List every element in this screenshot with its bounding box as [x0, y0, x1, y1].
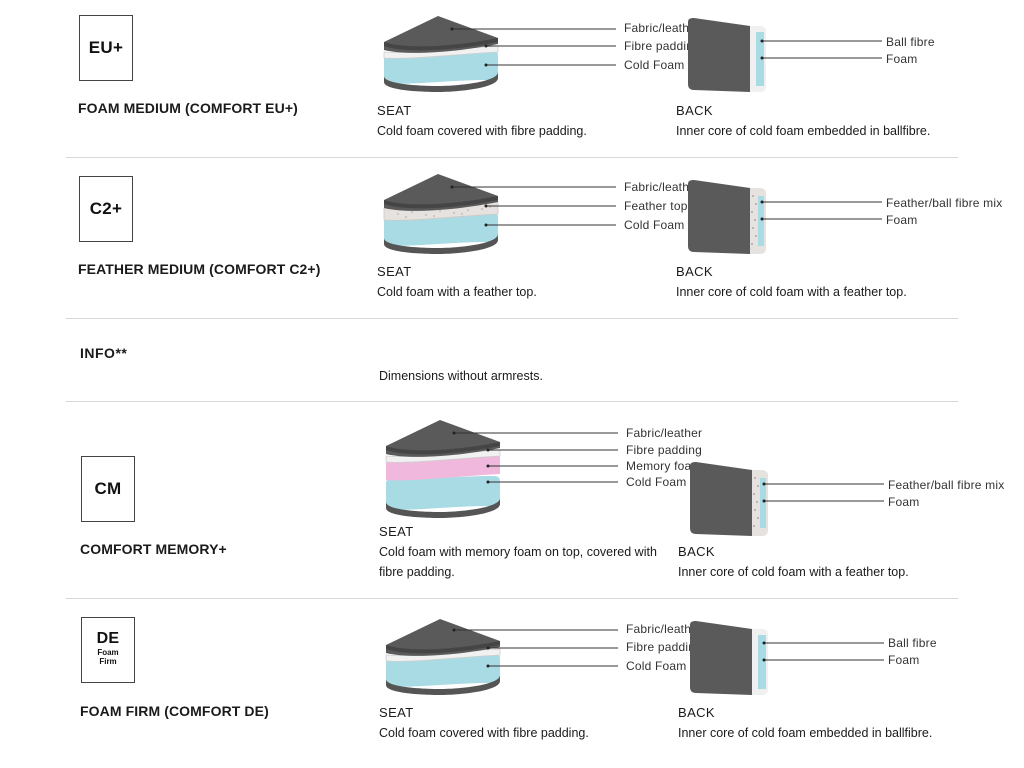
back-description: Inner core of cold foam with a feather t…	[678, 565, 909, 579]
back-callout: Feather/ball fibre mix	[886, 196, 1003, 210]
seat-label: SEAT	[377, 103, 412, 118]
comfort-row-cm: CM COMFORT MEMORY+ Fabric/leather Fibre …	[66, 402, 1004, 599]
back-callout: Foam	[886, 213, 918, 227]
back-description: Inner core of cold foam embedded in ball…	[678, 726, 933, 740]
seat-label: SEAT	[379, 705, 414, 720]
comfort-badge: C2+	[79, 176, 133, 242]
back-callout: Foam	[888, 495, 920, 509]
badge-code: DE	[96, 630, 120, 647]
seat-layers-icon	[383, 16, 499, 92]
seat-layers-icon	[385, 420, 501, 518]
seat-layer-diagram	[385, 619, 618, 695]
comfort-row-de: DE Foam Firm FOAM FIRM (COMFORT DE) Fabr…	[66, 599, 958, 768]
back-callout: Ball fibre	[886, 35, 935, 49]
seat-layer-diagram	[383, 174, 616, 254]
seat-callout: Fibre padding	[624, 39, 700, 53]
back-cushion-icon	[690, 621, 768, 695]
back-description: Inner core of cold foam embedded in ball…	[676, 124, 931, 138]
seat-callout: Cold Foam	[624, 218, 685, 232]
info-title: INFO**	[80, 345, 128, 361]
back-cushion-icon	[688, 18, 766, 92]
back-layer-diagram	[688, 18, 882, 92]
seat-callout: Cold Foam	[626, 475, 687, 489]
back-cushion-icon	[690, 462, 768, 536]
back-callout: Ball fibre	[888, 636, 937, 650]
back-description: Inner core of cold foam with a feather t…	[676, 285, 907, 299]
back-layer-diagram	[690, 621, 884, 695]
back-label: BACK	[676, 103, 714, 118]
seat-callout: Feather top	[624, 199, 688, 213]
back-label: BACK	[678, 705, 716, 720]
badge-code: EU+	[88, 38, 124, 57]
back-layer-diagram	[688, 180, 882, 254]
seat-callout: Fabric/leather	[624, 180, 701, 194]
seat-callout: Cold Foam	[624, 58, 685, 72]
back-label: BACK	[678, 544, 716, 559]
comfort-badge: CM	[81, 456, 135, 522]
badge-code: C2+	[89, 199, 123, 218]
back-label: BACK	[676, 264, 714, 279]
badge-subtitle: Foam Firm	[97, 648, 119, 666]
seat-description: Cold foam with memory foam on top, cover…	[379, 545, 657, 579]
back-cushion-icon	[688, 180, 766, 254]
info-text: Dimensions without armrests.	[379, 369, 543, 383]
seat-label: SEAT	[377, 264, 412, 279]
seat-description: Cold foam with a feather top.	[377, 285, 537, 299]
back-layer-diagram	[690, 462, 884, 536]
comfort-title: FOAM FIRM (COMFORT DE)	[80, 703, 269, 719]
comfort-row-c2: C2+ FEATHER MEDIUM (COMFORT C2+) Fabric/…	[66, 158, 1002, 319]
seat-callout: Fabric/leather	[626, 426, 703, 440]
seat-layer-diagram	[383, 16, 616, 92]
badge-code: CM	[94, 479, 122, 498]
back-callout: Foam	[886, 52, 918, 66]
comfort-title: FEATHER MEDIUM (COMFORT C2+)	[78, 261, 321, 277]
seat-callout: Fibre padding	[626, 443, 702, 457]
seat-description: Cold foam covered with fibre padding.	[377, 124, 587, 138]
seat-label: SEAT	[379, 524, 414, 539]
seat-callout: Fibre padding	[626, 640, 702, 654]
back-callout: Foam	[888, 653, 920, 667]
back-callout: Feather/ball fibre mix	[888, 478, 1005, 492]
seat-callout: Fabric/leather	[626, 622, 703, 636]
seat-callout: Memory foam	[626, 459, 702, 473]
comfort-badge: EU+	[79, 15, 133, 81]
comfort-title: COMFORT MEMORY+	[80, 541, 227, 557]
comfort-row-eu: EU+ FOAM MEDIUM (COMFORT EU+) Fabric/lea…	[66, 0, 958, 158]
comfort-title: FOAM MEDIUM (COMFORT EU+)	[78, 100, 298, 116]
seat-description: Cold foam covered with fibre padding.	[379, 726, 589, 740]
seat-layer-diagram	[385, 420, 618, 518]
info-row: INFO** Dimensions without armrests.	[66, 319, 958, 402]
seat-callout: Fabric/leather	[624, 21, 701, 35]
seat-layers-icon	[383, 174, 499, 254]
seat-callout: Cold Foam	[626, 659, 687, 673]
seat-layers-icon	[385, 619, 501, 695]
comfort-badge: DE Foam Firm	[81, 617, 135, 683]
